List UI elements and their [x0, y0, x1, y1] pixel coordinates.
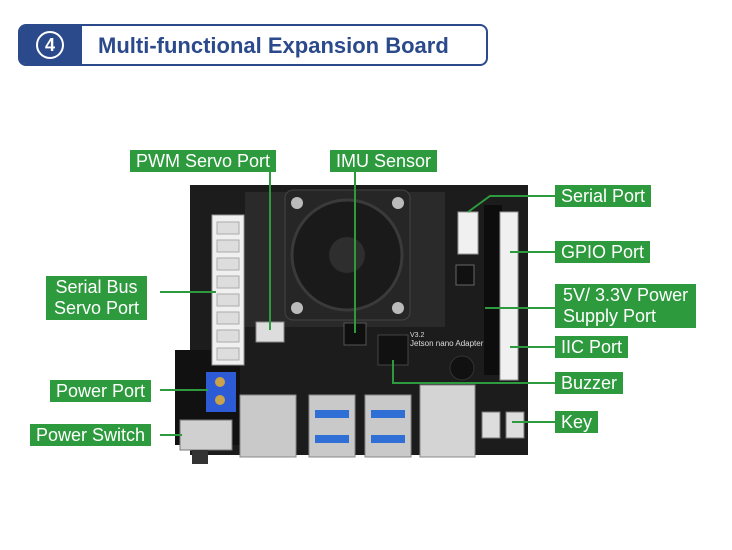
label-gpio-port: GPIO Port	[555, 241, 651, 263]
label-power-supply-port: 5V/ 3.3V Power Supply Port	[555, 284, 697, 328]
section-number-badge: 4	[20, 26, 82, 64]
key-1	[481, 411, 501, 439]
label-key: Key	[555, 411, 599, 433]
label-serial-bus-servo-port: Serial Bus Servo Port	[46, 276, 148, 320]
leader-lines	[160, 172, 555, 436]
usb-port-2	[308, 394, 356, 458]
power-switch	[179, 419, 233, 451]
board-version-silkscreen: V3.2	[410, 332, 425, 339]
usb-port-3	[364, 394, 412, 458]
board-name-silkscreen: Jetson nano Adapter	[410, 339, 484, 348]
serial-port-header	[457, 211, 479, 255]
ethernet-port	[419, 384, 476, 458]
section-header: 4 Multi-functional Expansion Board	[18, 24, 488, 66]
label-imu-sensor: IMU Sensor	[330, 150, 438, 172]
label-power-port: Power Port	[50, 380, 152, 402]
label-serial-port: Serial Port	[555, 185, 652, 207]
label-iic-port: IIC Port	[555, 336, 629, 358]
label-serial-bus-servo-port-line1: Serial Bus	[55, 277, 138, 297]
usb-port-1	[239, 394, 297, 458]
label-power-supply-port-line2: Supply Port	[563, 306, 657, 326]
label-serial-bus-servo-port-line2: Servo Port	[54, 298, 140, 318]
label-pwm-servo-port: PWM Servo Port	[130, 150, 277, 172]
section-number: 4	[36, 31, 64, 59]
label-power-supply-port-line1: 5V/ 3.3V Power	[563, 285, 689, 305]
label-buzzer: Buzzer	[555, 372, 624, 394]
gpio-header	[484, 205, 519, 381]
label-power-switch: Power Switch	[30, 424, 152, 446]
section-title: Multi-functional Expansion Board	[98, 33, 449, 58]
servo-header-column	[211, 214, 245, 366]
key-2	[505, 411, 525, 439]
